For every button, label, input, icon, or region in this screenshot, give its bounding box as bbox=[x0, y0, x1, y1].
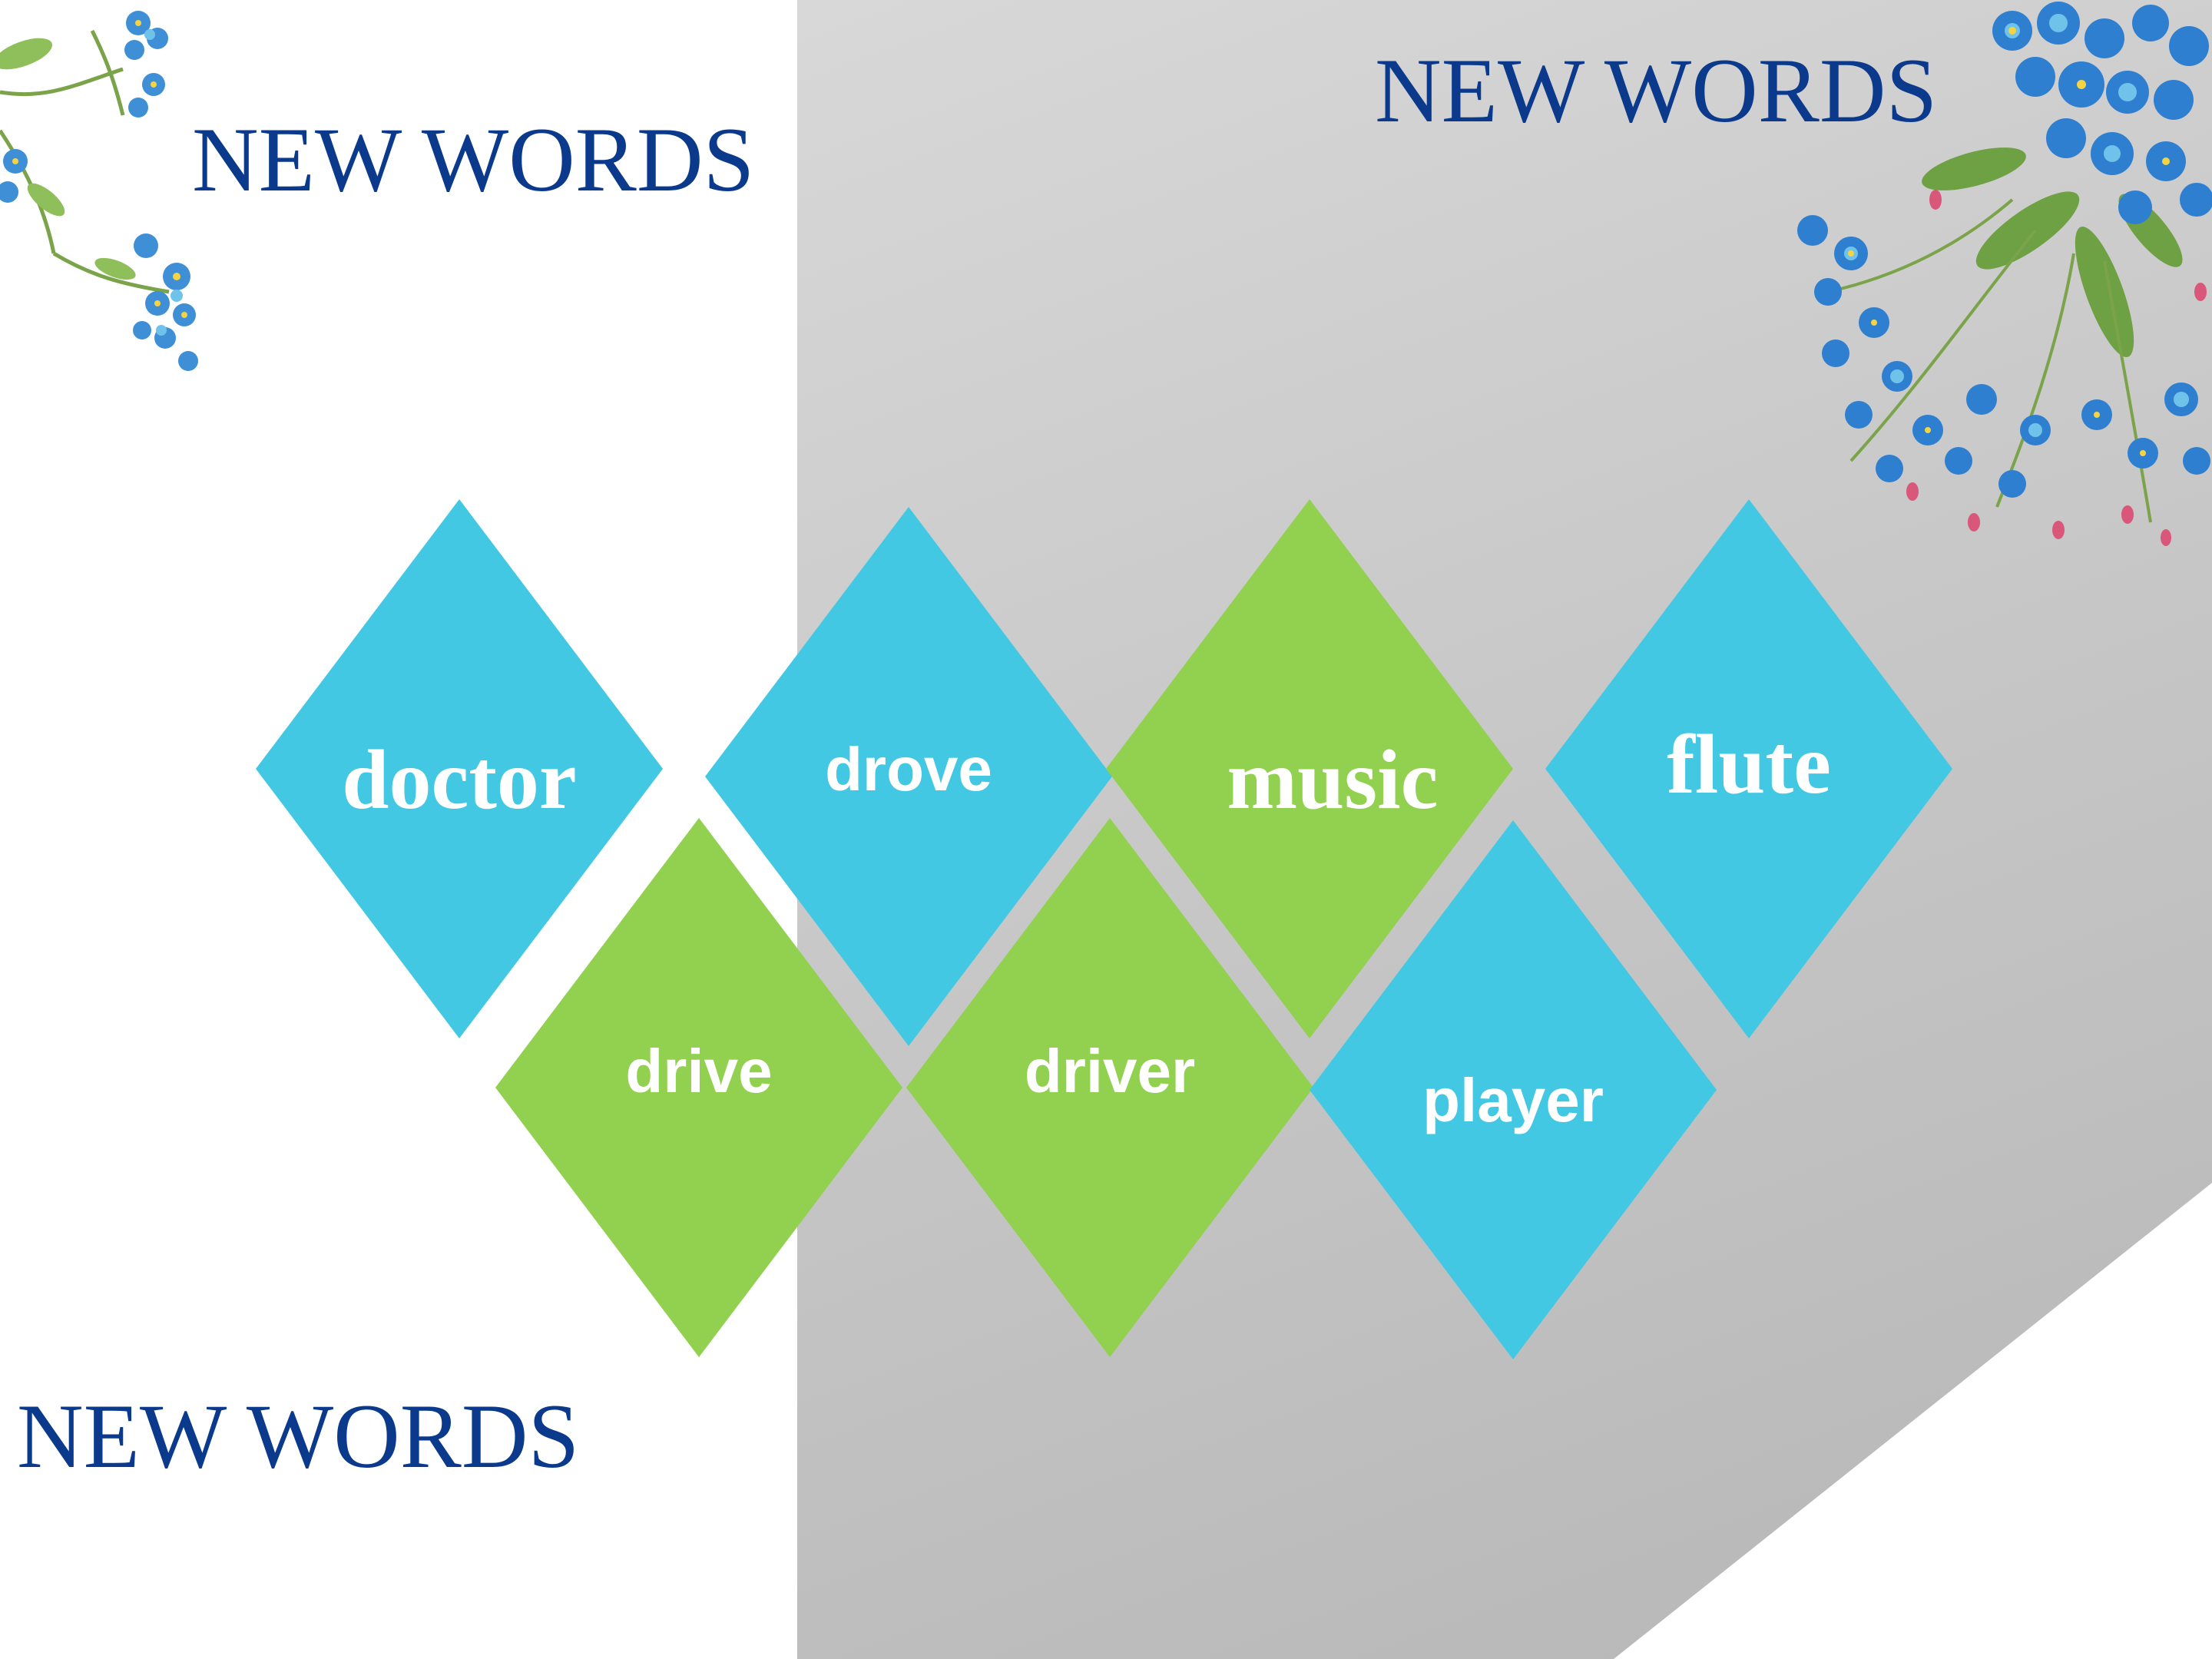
word-label: drove bbox=[825, 735, 992, 803]
floral-bouquet-top-right bbox=[1797, 2, 2212, 546]
diamond-shape bbox=[1310, 820, 1717, 1359]
word-tile-flute: flute bbox=[1545, 499, 1952, 1038]
word-tile-music: music bbox=[1106, 499, 1513, 1038]
word-tile-drive: drive bbox=[495, 818, 902, 1357]
diamond-shape bbox=[705, 507, 1112, 1046]
word-label: music bbox=[1227, 733, 1439, 826]
diamond-shape bbox=[256, 499, 663, 1038]
diamond-shape bbox=[1545, 499, 1952, 1038]
word-label: drive bbox=[625, 1037, 773, 1105]
word-tile-doctor: doctor bbox=[256, 499, 663, 1038]
word-label: player bbox=[1422, 1066, 1604, 1134]
word-tile-player: player bbox=[1310, 820, 1717, 1359]
new-words-heading-lower-left: NEW WORDS bbox=[17, 1385, 580, 1487]
word-label: doctor bbox=[342, 733, 577, 826]
diamond-shape bbox=[1106, 499, 1513, 1038]
floral-decoration-top-left bbox=[0, 11, 198, 371]
diamond-shape bbox=[906, 818, 1313, 1357]
word-label: flute bbox=[1667, 717, 1831, 811]
word-tile-driver: driver bbox=[906, 818, 1313, 1357]
new-words-heading-upper-left: NEW WORDS bbox=[192, 108, 755, 210]
diamond-shape bbox=[495, 818, 902, 1357]
word-label: driver bbox=[1024, 1037, 1196, 1105]
word-tile-drove: drove bbox=[705, 507, 1112, 1046]
new-words-heading-upper-right: NEW WORDS bbox=[1375, 39, 1938, 141]
